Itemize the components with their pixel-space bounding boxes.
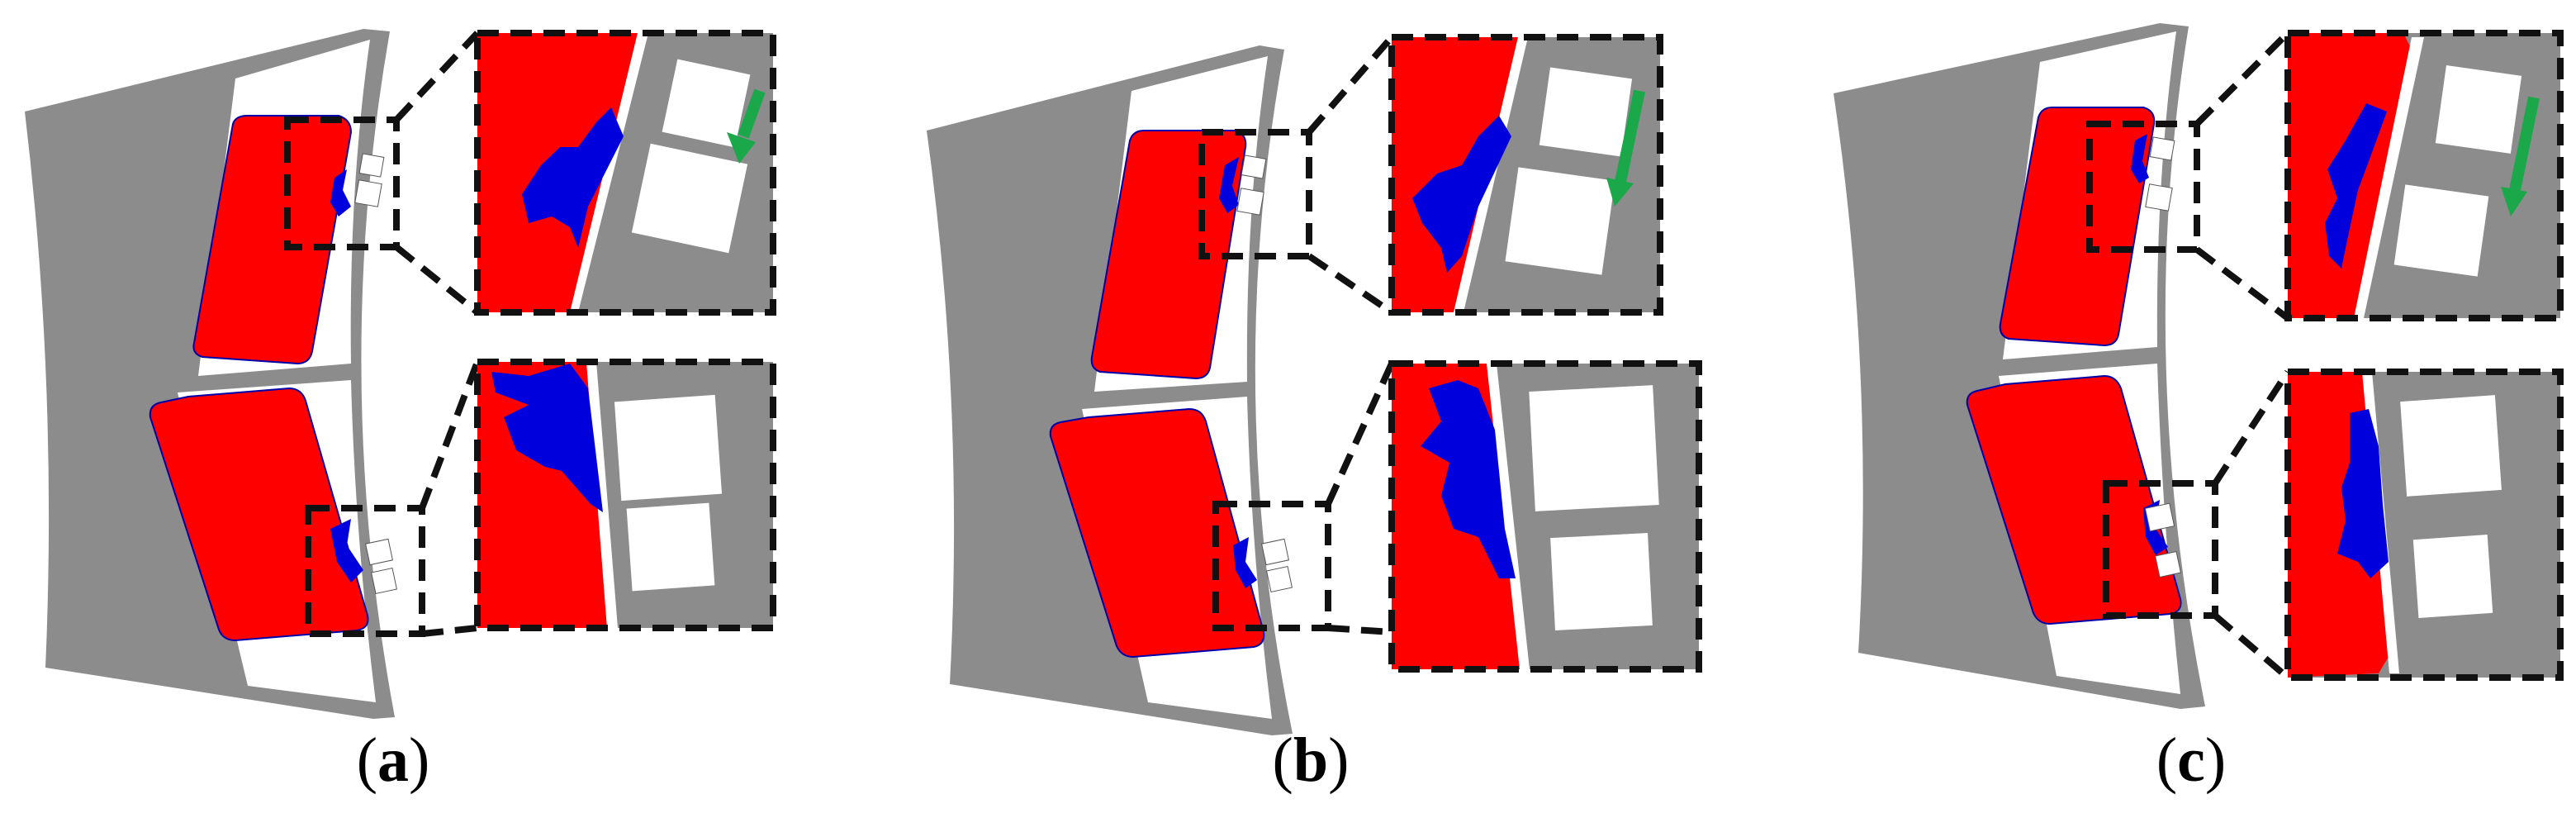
connector-upper-top (394, 31, 480, 122)
magnet-upper (1090, 130, 1247, 380)
panel-c (1834, 23, 2564, 709)
panel-label-c: (c) (2109, 729, 2274, 792)
connector-upper-bottom (1307, 253, 1394, 316)
panel-b (927, 34, 1702, 735)
arrow-green-icon (2501, 96, 2540, 216)
magnet-upper (192, 115, 353, 365)
selection-box-upper (1198, 129, 1312, 259)
opening-lower-1 (2144, 502, 2175, 532)
zoom-inset-upper (1388, 34, 1663, 316)
opening-upper-2 (2145, 183, 2173, 212)
connector-lower-bottom (2213, 612, 2290, 681)
connector-lower-top (419, 360, 481, 510)
label-letter: a (377, 725, 409, 795)
opening-upper-2 (354, 179, 382, 207)
label-letter: c (2177, 725, 2205, 795)
opening-upper-1 (1241, 155, 1267, 179)
zoom-inset-lower (2284, 369, 2564, 681)
connector-lower-bottom (421, 625, 478, 637)
zoom-inset-lower (1388, 360, 1702, 673)
connector-lower-top (2212, 369, 2291, 486)
arrow-green-icon (1606, 89, 1645, 207)
zoom-inset-upper (474, 30, 776, 316)
selection-box-lower (2103, 480, 2218, 619)
label-paren-open: ( (356, 725, 377, 795)
connector-upper-bottom (394, 244, 480, 316)
label-paren-close: ) (1328, 725, 1350, 795)
magnet-upper (1999, 107, 2156, 347)
label-letter: b (1293, 725, 1329, 795)
blue-region-upper (330, 169, 351, 216)
opening-upper-1 (358, 153, 385, 178)
selection-box-upper (284, 117, 400, 250)
opening-upper-2 (1236, 188, 1264, 216)
selection-box-lower (305, 505, 425, 637)
connector-upper-bottom (2194, 246, 2290, 321)
opening-lower-1 (1261, 538, 1289, 566)
panel-a (25, 29, 776, 719)
magnet-lower (1049, 407, 1265, 659)
label-paren-open: ( (2156, 725, 2178, 795)
label-paren-open: ( (1272, 725, 1293, 795)
blue-region-lower (330, 519, 363, 583)
opening-lower-1 (365, 538, 393, 566)
connector-lower-top (1325, 362, 1395, 506)
opening-lower-2 (2154, 550, 2182, 578)
panel-label-a: (a) (311, 729, 476, 792)
blue-region-upper (2131, 134, 2149, 183)
selection-box-upper (2086, 121, 2200, 253)
blue-region-upper (1219, 157, 1239, 213)
magnet-lower (149, 387, 369, 642)
opening-upper-1 (2149, 136, 2175, 161)
label-paren-close: ) (2204, 725, 2227, 795)
selection-box-lower (1212, 501, 1331, 631)
zoom-inset-lower (474, 359, 776, 631)
connector-upper-top (1306, 35, 1395, 135)
arrow-green-icon (727, 88, 766, 164)
zoom-inset-upper (2284, 30, 2564, 321)
blue-region-lower (1233, 537, 1257, 588)
label-paren-close: ) (409, 725, 430, 795)
panel-label-b: (b) (1228, 729, 1393, 792)
opening-lower-2 (1265, 565, 1293, 593)
opening-lower-2 (370, 567, 398, 595)
connector-lower-bottom (1327, 625, 1392, 635)
connector-upper-top (2194, 31, 2290, 126)
